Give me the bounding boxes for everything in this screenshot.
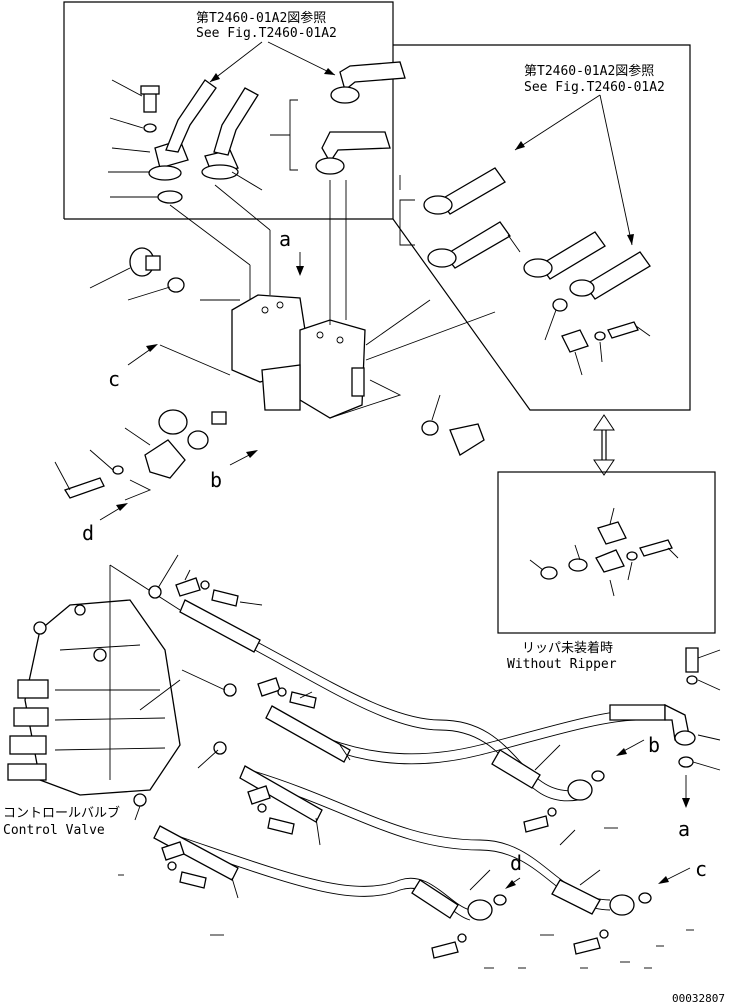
- marker-b-top: b: [210, 468, 222, 492]
- top-small-parts: [108, 79, 263, 204]
- marker-a-top: a: [279, 227, 291, 251]
- without-ripper-jp: リッパ未装着時: [522, 640, 613, 656]
- without-ripper-frame: [497, 471, 716, 634]
- lower-fittings: [133, 577, 699, 959]
- marker-b-bottom: b: [648, 733, 660, 757]
- bolt-icon: [64, 477, 105, 499]
- without-ripper-en: Without Ripper: [507, 657, 617, 672]
- right-straight-hoses: [399, 167, 651, 300]
- double-arrow-icon: [593, 414, 615, 476]
- top-reference-frame: [63, 1, 691, 411]
- control-valve: [7, 564, 181, 796]
- flange-icon: [423, 195, 453, 215]
- ref-right-jp: 第T2460-01A2図参照: [524, 63, 654, 79]
- control-valve-en: Control Valve: [3, 823, 105, 838]
- valve-block: [159, 180, 496, 419]
- plug-icon: [449, 423, 485, 456]
- drawing-number: 00032807: [672, 992, 725, 1005]
- valve-side-parts: [89, 247, 485, 456]
- lower-hoses: [153, 599, 696, 921]
- top-bent-hoses: [165, 61, 406, 175]
- marker-a-bottom: a: [678, 817, 690, 841]
- lower-leader-lines: [134, 554, 721, 899]
- bolt-icon: [685, 647, 699, 673]
- marker-d-top: d: [82, 521, 94, 545]
- minor-dashes: [118, 827, 694, 969]
- ref-top-en: See Fig.T2460-01A2: [196, 26, 337, 41]
- bolt-icon: [639, 539, 673, 557]
- flange-icon: [144, 439, 186, 479]
- marker-c-bottom: c: [695, 857, 707, 881]
- washer-icon: [112, 465, 124, 475]
- ref-top-jp: 第T2460-01A2図参照: [196, 10, 326, 26]
- without-ripper-parts: [529, 507, 679, 597]
- washer-icon: [143, 123, 157, 133]
- washer-icon: [626, 551, 638, 561]
- control-valve-jp: コントロールバルブ: [3, 805, 120, 821]
- marker-d-bottom: d: [510, 851, 522, 875]
- marker-c-top: c: [108, 367, 120, 391]
- ref-right-en: See Fig.T2460-01A2: [524, 80, 665, 95]
- left-flange-assembly: [54, 427, 186, 501]
- reference-arrows: [209, 41, 634, 246]
- clamp-group-right: [544, 298, 651, 376]
- o-ring-icon: [157, 190, 183, 204]
